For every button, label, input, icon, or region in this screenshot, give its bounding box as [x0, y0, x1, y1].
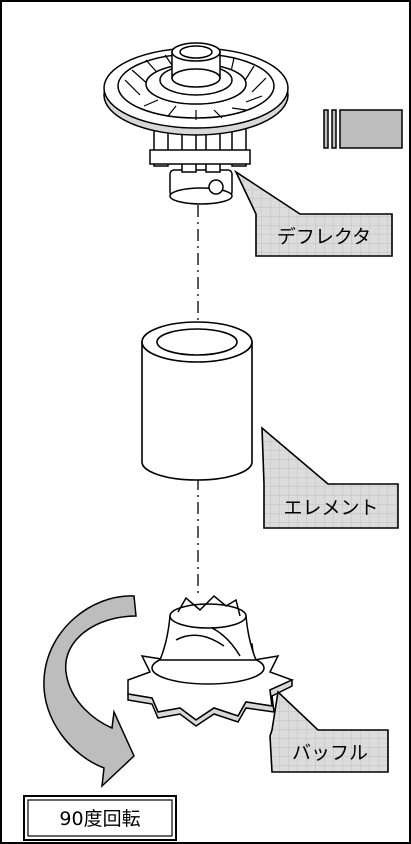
deflector-callout: デフレクタ	[234, 169, 393, 257]
element-label: エレメント	[283, 497, 378, 519]
rotation-note-text: 90度回転	[59, 808, 140, 830]
element-callout: エレメント	[261, 426, 399, 529]
element-part	[141, 321, 253, 481]
striped-right-arrow-icon	[323, 109, 403, 149]
baffle-callout: バッフル	[269, 690, 389, 773]
curved-rotate-arrow-icon	[43, 595, 137, 788]
baffle-part	[127, 594, 294, 727]
deflector-label: デフレクタ	[277, 226, 371, 248]
rotation-note-box: 90度回転	[23, 795, 177, 841]
baffle-label: バッフル	[292, 742, 368, 764]
deflector-part	[103, 42, 289, 205]
